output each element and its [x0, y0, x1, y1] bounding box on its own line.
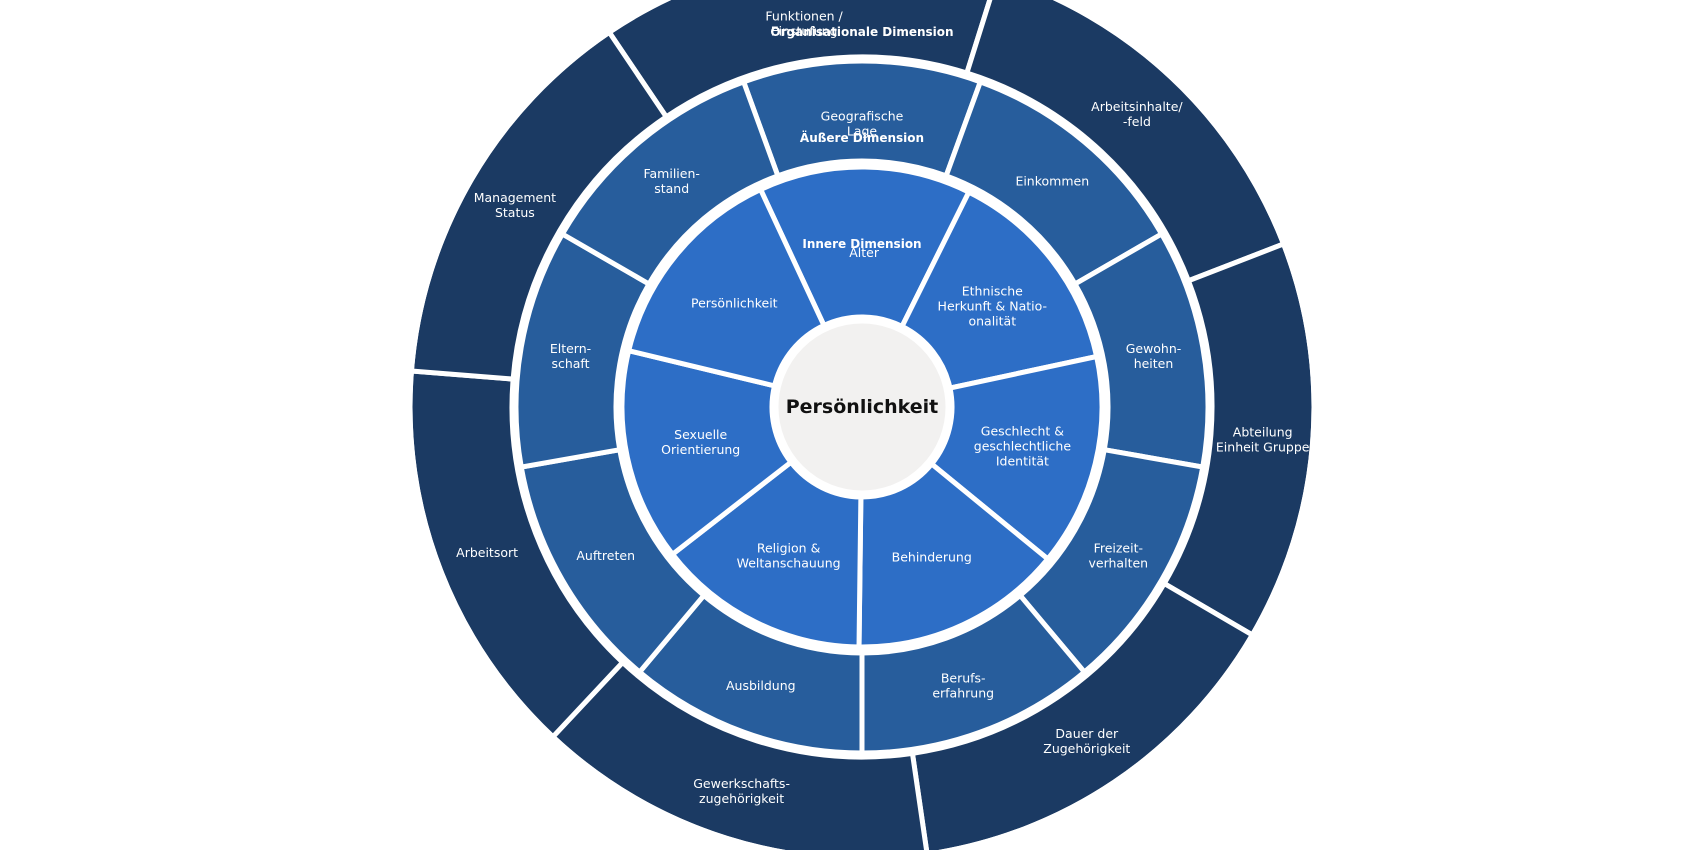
inner-segment-label-line: Persönlichkeit: [691, 295, 778, 310]
inner-segment-label: Behinderung: [892, 549, 972, 564]
outer-segment-label-line: -feld: [1123, 114, 1151, 129]
middle-segment-label-line: Lage: [847, 123, 878, 138]
middle-segment-label-line: verhalten: [1089, 555, 1149, 570]
inner-segment: [856, 460, 1052, 650]
middle-segment-label: Eltern-schaft: [550, 341, 591, 371]
middle-segment-label: Freizeit-verhalten: [1089, 540, 1149, 570]
outer-segment-label: Gewerkschafts-zugehörigkeit: [693, 776, 790, 806]
outer-segment-label-line: Einheit Gruppe: [1216, 439, 1310, 454]
middle-segment-label-line: Gewohn-: [1126, 341, 1182, 356]
outer-segment-label-line: Zugehörigkeit: [1043, 740, 1130, 755]
ring-separator: [616, 161, 1108, 653]
outer-segment-label-line: Arbeitsort: [456, 545, 518, 560]
inner-segment: [619, 347, 795, 558]
outer-segment-label-line: Dauer der: [1055, 725, 1119, 740]
middle-segment-label-line: heiten: [1134, 356, 1174, 371]
middle-segment-label-line: Freizeit-: [1094, 540, 1143, 555]
ring-separator: [511, 56, 1213, 758]
inner-segment-label: Alter: [849, 245, 880, 260]
middle-segment-label-line: Berufs-: [941, 670, 986, 685]
middle-segment-label-line: Auftreten: [576, 548, 635, 563]
middle-segment-label: Ausbildung: [726, 678, 796, 693]
outer-segment-label-line: Arbeitsinhalte/: [1091, 99, 1183, 114]
outer-segment-label-line: zugehörigkeit: [699, 791, 784, 806]
inner-segment-label-line: onalität: [968, 313, 1016, 328]
middle-segment-label-line: Einkommen: [1015, 173, 1089, 188]
outer-segment-label: Arbeitsinhalte/-feld: [1091, 99, 1183, 129]
middle-segment-label-line: Geografische: [821, 108, 904, 123]
center-label: Persönlichkeit: [786, 396, 939, 418]
ring-separator: [407, 0, 1317, 850]
middle-segment-label: Gewohn-heiten: [1126, 341, 1182, 371]
inner-segment-label-line: Behinderung: [892, 549, 972, 564]
middle-segment-label-line: Eltern-: [550, 341, 591, 356]
inner-segment-label: Religion &Weltanschauung: [737, 540, 841, 570]
middle-segment-label: Familien-stand: [643, 165, 699, 195]
inner-segment-label-line: Alter: [849, 245, 880, 260]
inner-segment-label: Persönlichkeit: [691, 295, 778, 310]
inner-segment-label-line: Religion &: [757, 540, 821, 555]
outer-segment-label-line: Gewerkschafts-: [693, 776, 790, 791]
outer-segment-label: Arbeitsort: [456, 545, 518, 560]
inner-segment: [928, 353, 1105, 563]
middle-segment-label-line: Familien-: [643, 165, 699, 180]
center-disc: [773, 318, 951, 496]
outer-ring-title: Organisationale Dimension: [770, 25, 953, 39]
inner-segment-label-line: Geschlecht &: [981, 423, 1065, 438]
outer-segment-label-line: Einstufung: [771, 23, 838, 38]
inner-segment: [669, 458, 864, 650]
middle-segment-label-line: Ausbildung: [726, 678, 796, 693]
ring-titles: Organisationale Dimension Äußere Dimensi…: [770, 25, 953, 251]
inner-segment-label-line: geschlechtliche: [974, 438, 1072, 453]
inner-ring-title: Innere Dimension: [802, 237, 921, 251]
middle-segment-label: Einkommen: [1015, 173, 1089, 188]
inner-segment-label-line: Sexuelle: [674, 427, 727, 442]
inner-segment-label-line: Ethnische: [962, 283, 1023, 298]
inner-segment: [898, 188, 1100, 392]
inner-segment: [625, 186, 828, 389]
outer-segment-label: Funktionen /Einstufung: [765, 8, 843, 38]
inner-segment-label-line: Herkunft & Natio-: [938, 298, 1047, 313]
outer-segment-label-line: Abteilung: [1233, 424, 1293, 439]
inner-segment: [757, 164, 973, 330]
outer-segment-label-line: Funktionen /: [765, 8, 843, 23]
middle-segment-label: Auftreten: [576, 548, 635, 563]
inner-segment-label-line: Weltanschauung: [737, 555, 841, 570]
inner-segment-label-line: Identität: [996, 453, 1049, 468]
outer-segment-label-line: Management: [474, 189, 556, 204]
middle-ring-title: Äußere Dimension: [800, 130, 924, 145]
middle-segment-label: Berufs-erfahrung: [932, 670, 994, 700]
middle-segment-label-line: erfahrung: [932, 685, 994, 700]
middle-segment-label-line: stand: [654, 180, 689, 195]
outer-segment-label-line: Status: [495, 204, 535, 219]
inner-segment-label-line: Orientierung: [661, 442, 740, 457]
middle-segment-label-line: schaft: [551, 356, 589, 371]
